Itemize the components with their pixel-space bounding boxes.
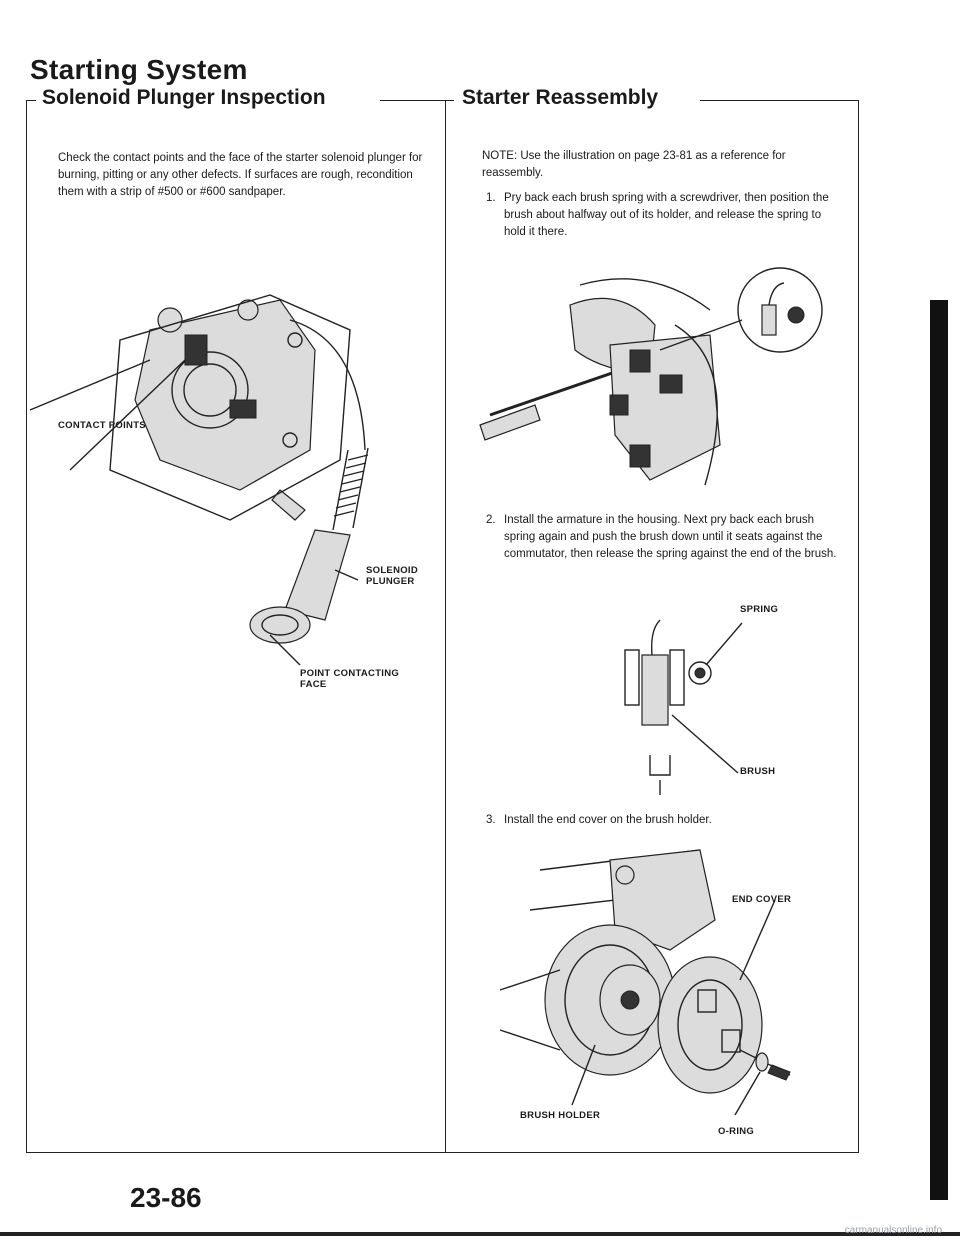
end-cover [657,956,763,1094]
plunger-body [284,529,351,621]
left-head-rule-a [26,100,36,101]
solenoid-end [609,849,716,951]
step-text: Pry back each brush spring with a screwd… [504,192,829,238]
brush-holder-label: BRUSH HOLDER [520,1110,601,1121]
point-contacting-face-label-line1: POINT CONTACTING [300,668,400,679]
body-edge-lines [499,969,561,1051]
detail-spring [787,306,805,324]
solenoid-plunger-inspection-heading: Solenoid Plunger Inspection [36,86,332,110]
through-bolt [767,1064,791,1081]
detail-leader [659,319,743,351]
contact-points-label: CONTACT POINTS [58,420,146,431]
brush-top [629,349,651,373]
mount-hole-top [287,332,303,348]
terminal-nut [157,307,183,333]
bottom-page-edge [0,1232,960,1236]
plunger-arc [289,319,366,451]
solenoid-bore-inner [183,363,237,417]
brush-lead [650,619,661,656]
detail-circle [737,267,823,353]
brush-holder-arc [674,324,718,486]
solenoid-plunger-leader [334,569,359,581]
right-head-rule-b [700,100,858,101]
step-2: 2. Install the armature in the housing. … [486,512,844,592]
brush-label: BRUSH [740,766,776,777]
commutator [620,990,640,1010]
mount-hole-bottom [282,432,298,448]
o-ring-leader [734,1071,761,1116]
step-1: 1. Pry back each brush spring with a scr… [486,190,844,250]
brush-spring-pry-illustration [479,267,823,486]
hand-outline [579,278,711,311]
gasket-outline [109,294,351,521]
solenoid-housing [134,299,316,491]
step-text: Install the armature in the housing. Nex… [504,514,837,560]
cover-slot-right [721,1029,741,1053]
end-cover-leader [739,899,776,981]
step-number: 3. [486,814,496,826]
end-cover-label: END COVER [732,894,792,905]
spring-coil [688,661,712,685]
inspection-instructions: Check the contact points and the face of… [58,152,423,198]
step-number: 2. [486,514,496,526]
brush-bottom [629,444,651,468]
plunger-spring [332,447,369,531]
solenoid-plunger-label: SOLENOID PLUNGER [366,565,418,587]
brush-seating-illustration [624,619,743,795]
spring-label: SPRING [740,604,779,615]
terminal-stud [271,489,306,521]
terminal-bolt [237,299,259,321]
brush-holder-leader [571,1044,596,1106]
brush-leader [671,714,739,774]
starter-reassembly-heading: Starter Reassembly [456,86,665,110]
page-title: Starting System [30,54,248,85]
contact-point-left [184,334,208,366]
footer-watermark[interactable]: carmanualsonline.info [844,1225,942,1236]
cover-slot-top [697,989,717,1013]
holder-wall-right [669,649,685,706]
commutator-arrow [649,755,671,795]
brush-right [659,374,683,394]
left-head-rule-b [380,100,446,101]
point-contacting-face-label-line2: FACE [300,679,327,690]
right-section-frame [446,100,859,1153]
right-page-edge [930,300,948,1200]
contacting-face-leader [269,634,301,666]
brush-left [609,394,629,416]
solenoid-bore [171,351,249,429]
detail-brush [761,304,777,336]
solenoid-plunger-label-line2: PLUNGER [366,576,415,587]
solenoid-terminal [615,865,635,885]
page-number: 23-86 [130,1182,202,1213]
end-cover-installation-illustration [499,849,791,1116]
brush-block [641,654,669,726]
screwdriver-handle [479,404,541,441]
solenoid-plunger-illustration [29,294,369,666]
left-section-frame [26,100,446,1153]
spring-leader [705,622,743,666]
holder-wall-left [624,649,640,706]
solenoid-plunger-label-line1: SOLENOID [366,565,419,576]
point-contacting-face-label: POINT CONTACTING FACE [300,668,399,690]
step-3: 3. Install the end cover on the brush ho… [486,812,844,832]
o-ring-label: O-RING [718,1126,755,1137]
reassembly-note: NOTE: Use the illustration on page 23-81… [482,150,786,179]
o-ring [755,1052,769,1072]
plunger-contacting-face [249,606,311,644]
right-head-rule-a [446,100,454,101]
contact-points-leader [29,359,151,411]
contact-point-right [229,399,257,419]
step-number: 1. [486,192,496,204]
step-text: Install the end cover on the brush holde… [504,814,712,826]
